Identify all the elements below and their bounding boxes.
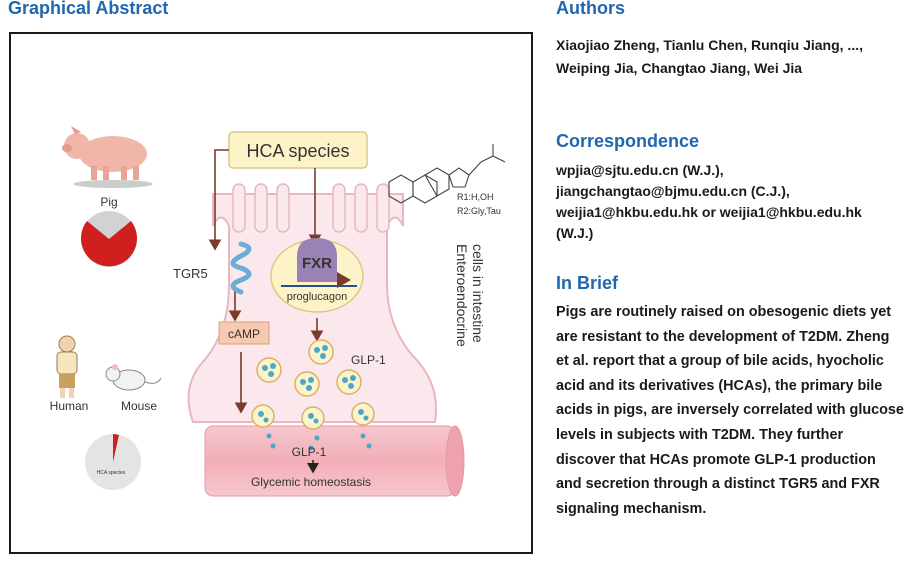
human-icon: [56, 335, 78, 398]
in-brief-heading: In Brief: [556, 273, 619, 293]
fxr-label: FXR: [302, 255, 332, 272]
cells-label-line1: Enteroendocrine: [454, 244, 470, 347]
authors-list: Xiaojiao Zheng, Tianlu Chen, Runqiu Jian…: [556, 37, 863, 76]
human-mouse-pie-chart: [85, 434, 141, 490]
cells-vertical-caption: Enteroendocrine cells in intestine: [454, 244, 486, 347]
bile-acid-structure-icon: [388, 144, 506, 204]
r2-label: R2:Gly,Tau: [457, 206, 501, 216]
glp1-cell-label: GLP-1: [351, 353, 386, 367]
mouse-icon: [105, 364, 162, 391]
pig-icon: [62, 126, 153, 188]
microvilli: [232, 183, 390, 233]
pig-pie-chart: [81, 211, 137, 267]
glp1-granules: [258, 345, 372, 451]
pie-hca-species-label: HCA species: [97, 470, 126, 476]
authors-heading: Authors: [556, 0, 625, 18]
graphical-abstract-figure: HCA species TGR5 FXR proglucagon cAMP: [9, 32, 533, 554]
mouse-label: Mouse: [121, 399, 157, 413]
signal-arrows: [208, 149, 324, 414]
tgr5-label: TGR5: [173, 266, 208, 281]
cells-label-line2: cells in intestine: [470, 244, 486, 343]
glycemic-homeostasis-label: Glycemic homeostasis: [251, 475, 371, 489]
graphical-abstract-heading: Graphical Abstract: [8, 0, 169, 18]
camp-box: [218, 321, 270, 345]
blood-vessel: [204, 425, 465, 497]
proglucagon-label: proglucagon: [287, 291, 348, 303]
in-brief-summary: Pigs are routinely raised on obesogenic …: [556, 304, 904, 517]
pig-label: Pig: [100, 195, 117, 209]
correspondence-emails: wpjia@sjtu.edu.cn (W.J.), jiangchangtao@…: [556, 162, 862, 241]
human-label: Human: [50, 399, 89, 413]
r1-label: R1:H,OH: [457, 192, 494, 202]
camp-label: cAMP: [228, 327, 260, 341]
tgr5-receptor: [230, 241, 252, 295]
correspondence-heading: Correspondence: [556, 131, 700, 151]
fxr-icon: [297, 238, 337, 282]
hca-species-label: HCA species: [246, 141, 349, 161]
glp1-circulating-label: GLP-1: [292, 445, 327, 459]
abstract-illustration: HCA species TGR5 FXR proglucagon cAMP: [50, 126, 506, 497]
